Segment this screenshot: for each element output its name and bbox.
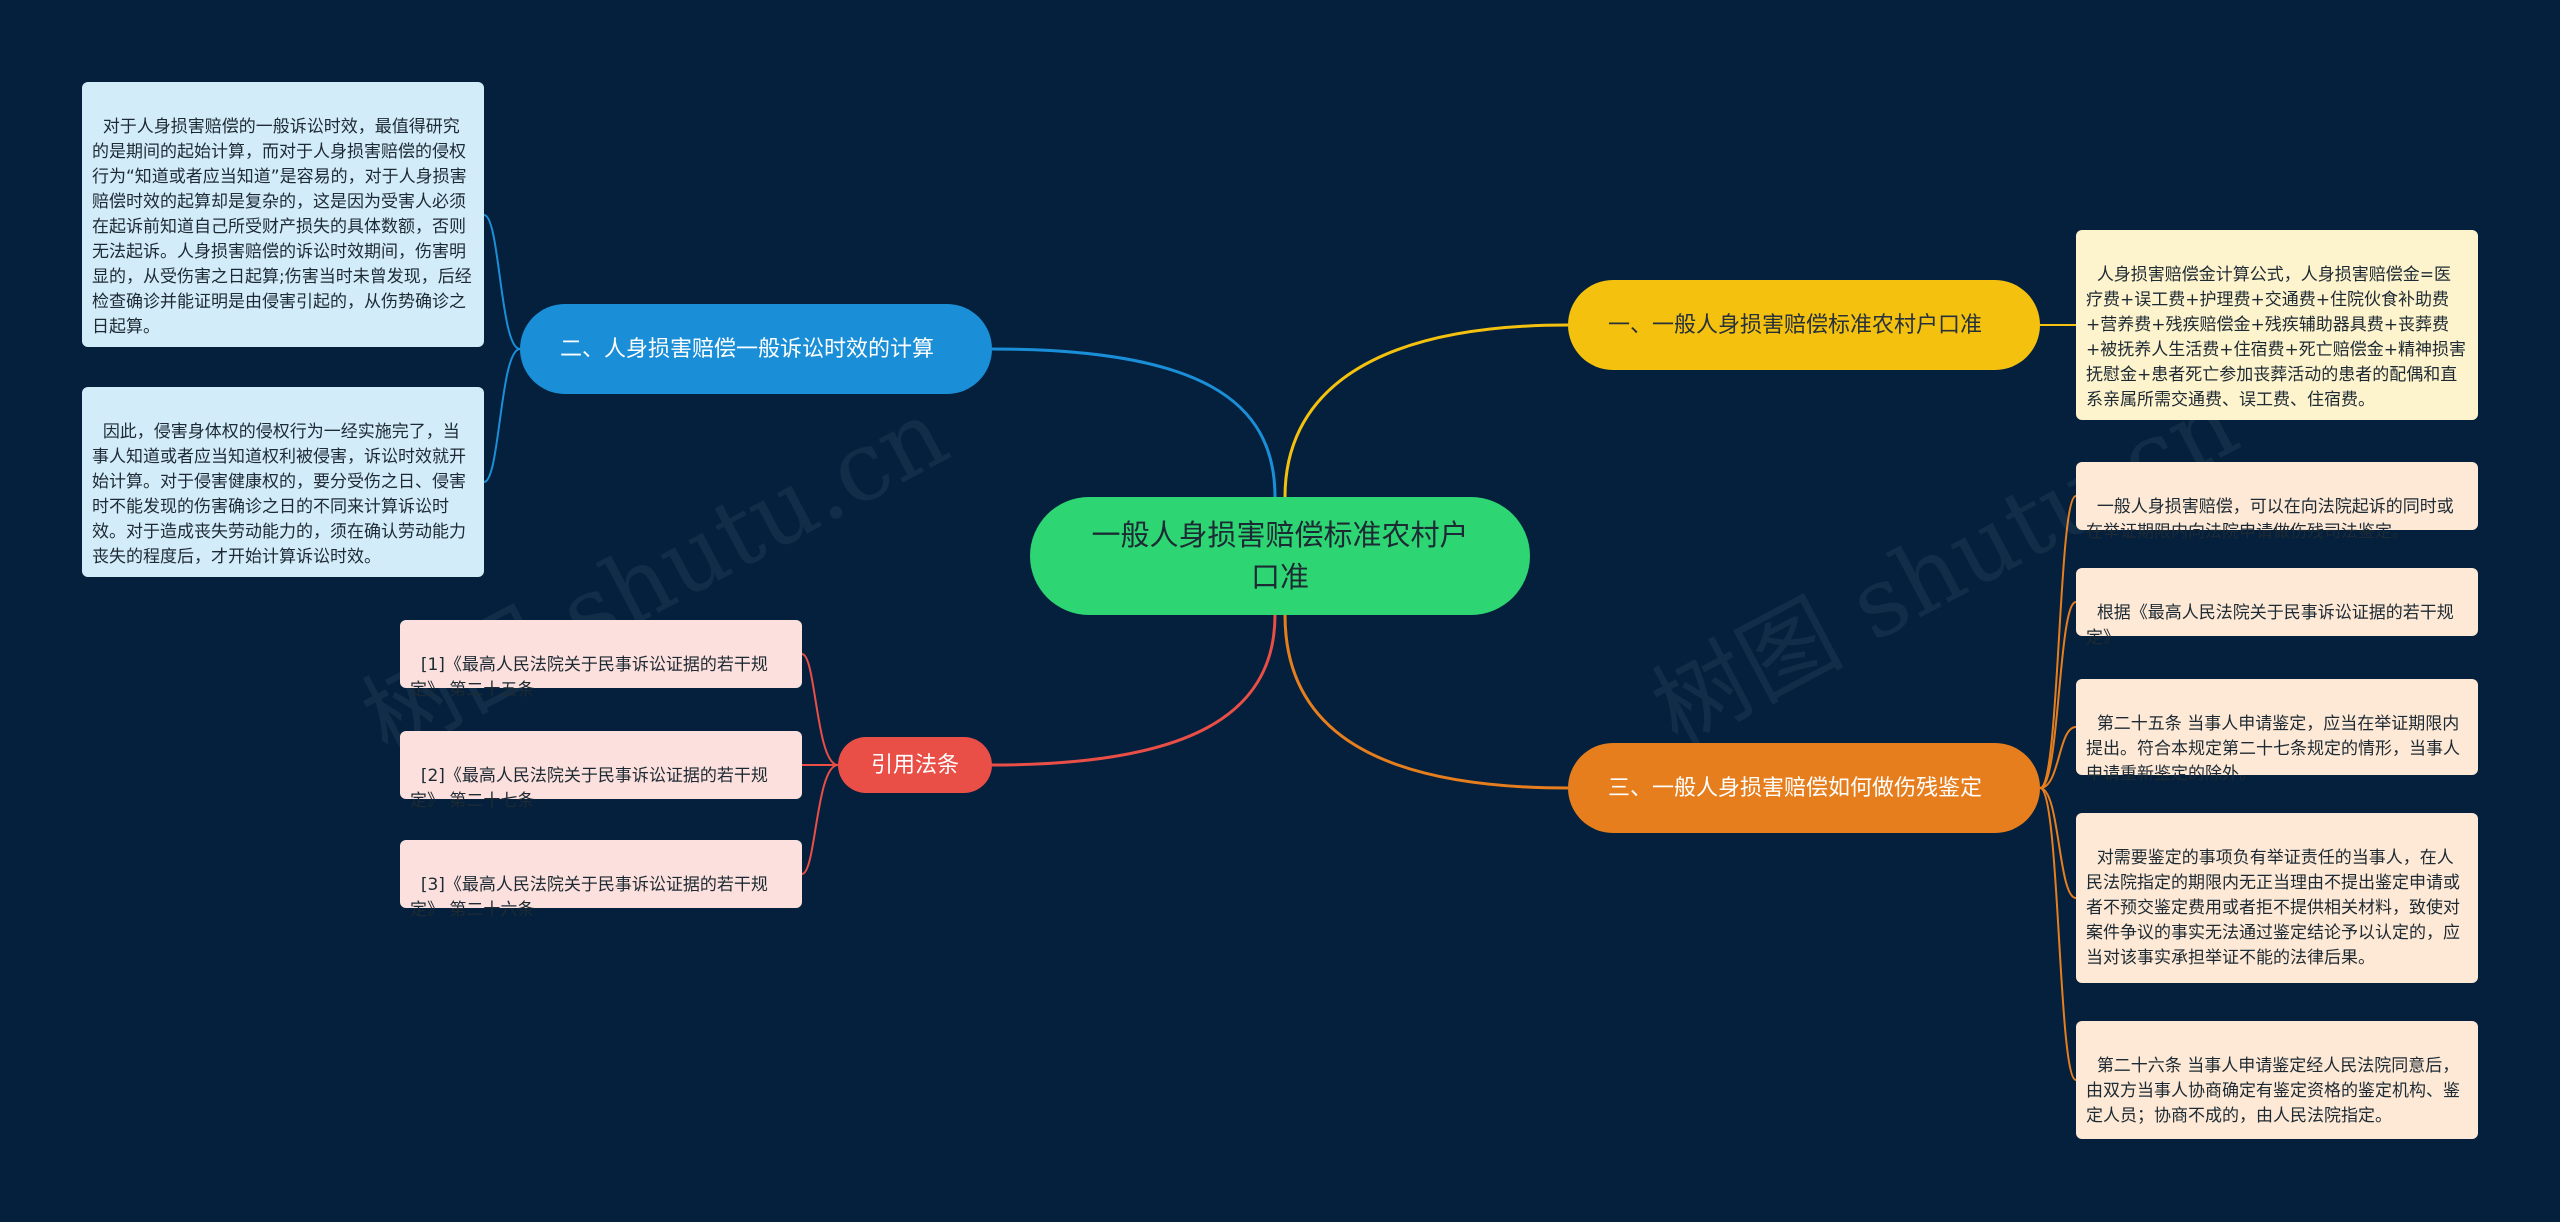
edge-right3-leaf4 <box>2039 787 2077 899</box>
leaf-text: 人身损害赔偿金计算公式，人身损害赔偿金=医疗费+误工费+护理费+交通费+住院伙食… <box>2086 265 2466 410</box>
leaf-assessment-4[interactable]: 对需要鉴定的事项负有举证责任的当事人，在人民法院指定的期限内无正当理由不提出鉴定… <box>2076 813 2478 983</box>
leaf-assessment-3[interactable]: 第二十五条 当事人申请鉴定，应当在举证期限内提出。符合本规定第二十七条规定的情形… <box>2076 679 2478 784</box>
edge-right3-leaf2 <box>2039 601 2077 789</box>
root-topic[interactable]: 一般人身损害赔偿标准农村户口准 <box>1030 497 1530 615</box>
leaf-cite-1[interactable]: [1]《最高人民法院关于民事诉讼证据的若干规定》 第二十五条 <box>400 620 802 700</box>
leaf-text: 对需要鉴定的事项负有举证责任的当事人，在人民法院指定的期限内无正当理由不提出鉴定… <box>2086 848 2460 968</box>
leaf-text: 第二十六条 当事人申请鉴定经人民法院同意后，由双方当事人协商确定有鉴定资格的鉴定… <box>2086 1056 2460 1126</box>
branch-label: 一、一般人身损害赔偿标准农村户口准 <box>1608 312 1983 338</box>
leaf-limitations-1[interactable]: 对于人身损害赔偿的一般诉讼时效，最值得研究的是期间的起始计算，而对于人身损害赔偿… <box>82 82 484 347</box>
edge-root-right1 <box>1283 323 1569 498</box>
leaf-assessment-2[interactable]: 根据《最高人民法院关于民事诉讼证据的若干规定》 <box>2076 568 2478 648</box>
root-topic-label: 一般人身损害赔偿标准农村户口准 <box>1091 518 1469 594</box>
leaf-text: 对于人身损害赔偿的一般诉讼时效，最值得研究的是期间的起始计算，而对于人身损害赔偿… <box>92 117 472 337</box>
edge-right3-leaf1 <box>2039 495 2077 789</box>
branch-cited-statutes[interactable]: 引用法条 <box>838 737 992 793</box>
leaf-cite-3[interactable]: [3]《最高人民法院关于民事诉讼证据的若干规定》 第二十六条 <box>400 840 802 920</box>
leaf-text: 因此，侵害身体权的侵权行为一经实施完了，当事人知道或者应当知道权利被侵害，诉讼时… <box>92 422 466 567</box>
leaf-assessment-1[interactable]: 一般人身损害赔偿，可以在向法院起诉的同时或在举证期限内向法院申请做伤残司法鉴定。 <box>2076 462 2478 542</box>
edge-root-right3 <box>1283 614 1569 790</box>
edge-root-left1 <box>991 347 1277 498</box>
leaf-text: [1]《最高人民法院关于民事诉讼证据的若干规定》 第二十五条 <box>410 655 768 700</box>
leaf-text: [3]《最高人民法院关于民事诉讼证据的若干规定》 第二十六条 <box>410 875 768 920</box>
branch-label: 三、一般人身损害赔偿如何做伤残鉴定 <box>1608 775 1983 801</box>
branch-disability-assessment[interactable]: 三、一般人身损害赔偿如何做伤残鉴定 <box>1568 743 2040 833</box>
branch-statute-of-limitations[interactable]: 二、人身损害赔偿一般诉讼时效的计算 <box>520 304 992 394</box>
edge-root-cite <box>991 614 1277 767</box>
leaf-text: 一般人身损害赔偿，可以在向法院起诉的同时或在举证期限内向法院申请做伤残司法鉴定。 <box>2086 497 2454 542</box>
leaf-limitations-2[interactable]: 因此，侵害身体权的侵权行为一经实施完了，当事人知道或者应当知道权利被侵害，诉讼时… <box>82 387 484 577</box>
leaf-text: [2]《最高人民法院关于民事诉讼证据的若干规定》 第二十七条 <box>410 766 768 811</box>
edge-right3-leaf5 <box>2039 787 2077 1081</box>
leaf-text: 第二十五条 当事人申请鉴定，应当在举证期限内提出。符合本规定第二十七条规定的情形… <box>2086 714 2460 784</box>
edge-left1-leaf1 <box>483 214 521 350</box>
leaf-compensation-formula[interactable]: 人身损害赔偿金计算公式，人身损害赔偿金=医疗费+误工费+护理费+交通费+住院伙食… <box>2076 230 2478 420</box>
edge-right3-leaf3 <box>2039 726 2077 789</box>
branch-label: 引用法条 <box>870 752 959 778</box>
edge-cite-leaf3 <box>801 764 839 875</box>
edge-left1-leaf2 <box>483 348 521 483</box>
branch-compensation-standard[interactable]: 一、一般人身损害赔偿标准农村户口准 <box>1568 280 2040 370</box>
branch-label: 二、人身损害赔偿一般诉讼时效的计算 <box>560 336 935 362</box>
leaf-cite-2[interactable]: [2]《最高人民法院关于民事诉讼证据的若干规定》 第二十七条 <box>400 731 802 811</box>
leaf-text: 根据《最高人民法院关于民事诉讼证据的若干规定》 <box>2086 603 2454 648</box>
edge-cite-leaf1 <box>801 653 839 766</box>
leaf-assessment-5[interactable]: 第二十六条 当事人申请鉴定经人民法院同意后，由双方当事人协商确定有鉴定资格的鉴定… <box>2076 1021 2478 1139</box>
